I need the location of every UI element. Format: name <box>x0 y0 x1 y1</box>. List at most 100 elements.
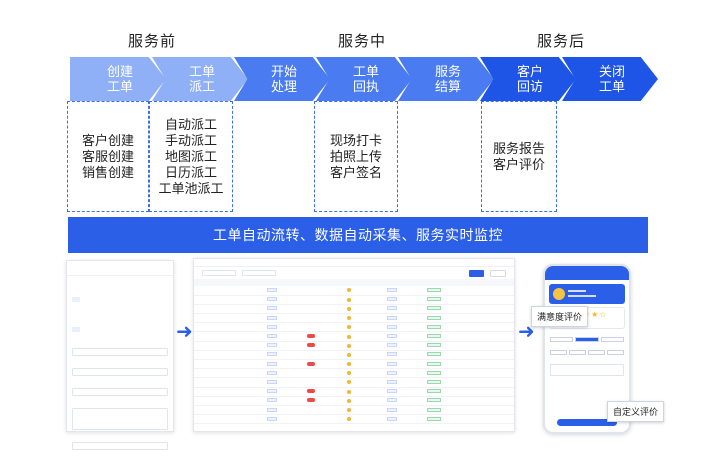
table-row <box>194 350 514 361</box>
table-row <box>194 387 514 397</box>
form-title-placeholder <box>67 261 173 276</box>
avatar <box>553 288 565 300</box>
table-row <box>194 341 514 351</box>
detail-item: 销售创建 <box>81 164 134 180</box>
step-start-processing: 开始 处理 <box>234 57 330 101</box>
table-row <box>194 368 514 379</box>
step-label: 客户 回访 <box>516 64 543 94</box>
detail-item: 客服创建 <box>81 148 134 164</box>
phone-profile-card <box>549 284 625 304</box>
answer-options <box>550 350 624 355</box>
ticket-table-thumbnail <box>193 258 515 432</box>
form-label-placeholder <box>72 361 168 366</box>
answer-option <box>550 350 567 355</box>
comment-area-placeholder <box>550 364 624 376</box>
custom-evaluation-callout: 自定义评价 <box>607 401 665 422</box>
table-body <box>194 286 514 425</box>
detail-item: 客户创建 <box>81 132 134 148</box>
form-chip-placeholder <box>72 297 81 302</box>
form-label-placeholder <box>72 381 168 386</box>
question-placeholder <box>550 332 624 336</box>
arrow-right-icon: ➜ <box>176 321 193 343</box>
form-field-placeholder <box>72 388 168 396</box>
step-label: 服务 结算 <box>434 64 461 94</box>
detail-item: 地图派工 <box>164 148 217 164</box>
detail-box-create: 客户创建 客服创建 销售创建 <box>67 101 149 212</box>
step-create-ticket: 创建 工单 <box>70 57 166 101</box>
question-placeholder <box>550 358 624 362</box>
step-customer-followup: 客户 回访 <box>480 57 576 101</box>
table-row <box>194 313 514 324</box>
table-row <box>194 295 514 305</box>
question-placeholder <box>550 345 624 349</box>
form-field-placeholder <box>72 348 168 356</box>
step-label: 工单 派工 <box>188 64 215 94</box>
table-row <box>194 331 514 342</box>
detail-item: 现场打卡 <box>329 132 382 148</box>
detail-box-dispatch: 自动派工 手动派工 地图派工 日历派工 工单池派工 <box>149 101 233 212</box>
form-label-placeholder <box>72 281 168 286</box>
answer-option <box>600 337 624 342</box>
automation-banner: 工单自动流转、数据自动采集、服务实时监控 <box>68 217 648 253</box>
table-filter-bar <box>194 267 514 279</box>
text-line-placeholder <box>568 290 586 292</box>
table-header-row <box>194 279 514 286</box>
form-label-placeholder <box>72 435 168 440</box>
table-row <box>194 396 514 406</box>
detail-item: 拍照上传 <box>329 148 382 164</box>
answer-option <box>550 337 574 342</box>
detail-item: 手动派工 <box>164 132 217 148</box>
answer-option <box>569 350 586 355</box>
submit-button-placeholder <box>557 419 617 426</box>
answer-option-selected <box>575 337 599 342</box>
detail-item: 客户评价 <box>492 156 545 172</box>
phase-before-service: 服务前 <box>128 33 177 50</box>
step-label: 工单 回执 <box>352 64 379 94</box>
detail-item: 自动派工 <box>164 116 217 132</box>
table-row <box>194 286 514 296</box>
filter-input-placeholder <box>242 270 276 276</box>
filter-input-placeholder <box>202 270 236 276</box>
phase-after-service: 服务后 <box>537 33 586 50</box>
phone-header-placeholder <box>545 266 629 280</box>
form-chip-placeholder <box>72 327 81 332</box>
table-row <box>194 377 514 388</box>
form-label-placeholder <box>72 311 168 316</box>
step-dispatch-ticket: 工单 派工 <box>152 57 248 101</box>
detail-box-receipt: 现场打卡 拍照上传 客户签名 <box>314 101 398 212</box>
step-label: 创建 工单 <box>106 64 133 94</box>
filter-plain-button <box>489 269 506 277</box>
table-row <box>194 405 514 416</box>
answer-option <box>607 350 624 355</box>
detail-box-followup: 服务报告 客户评价 <box>481 101 557 212</box>
table-row <box>194 414 514 425</box>
form-field-placeholder <box>72 368 168 376</box>
detail-item: 工单池派工 <box>158 180 224 196</box>
step-ticket-receipt: 工单 回执 <box>316 57 412 101</box>
arrow-right-icon: ➜ <box>518 321 535 343</box>
table-row <box>194 359 514 370</box>
filter-primary-button <box>469 269 484 277</box>
step-service-settlement: 服务 结算 <box>398 57 494 101</box>
step-close-ticket: 关闭 工单 <box>562 57 658 101</box>
step-label: 开始 处理 <box>270 64 297 94</box>
answer-option <box>588 350 605 355</box>
form-label-placeholder <box>72 401 168 406</box>
table-row <box>194 304 514 315</box>
ticket-table <box>194 279 514 425</box>
detail-item: 日历派工 <box>164 164 217 180</box>
phase-during-service: 服务中 <box>338 33 387 50</box>
detail-item: 客户签名 <box>329 164 382 180</box>
rating-callout: 满意度评价 <box>531 306 589 327</box>
text-line-placeholder <box>568 295 596 297</box>
form-label-placeholder <box>72 341 168 346</box>
create-ticket-form-thumbnail <box>66 260 174 450</box>
answer-options <box>550 337 624 342</box>
step-label: 关闭 工单 <box>598 64 625 94</box>
table-tabs-placeholder <box>194 259 514 267</box>
form-field-placeholder <box>72 442 168 450</box>
detail-item: 服务报告 <box>492 140 545 156</box>
process-flow: 创建 工单 工单 派工 开始 处理 工单 回执 服务 结算 客户 回访 关闭 工… <box>70 57 660 101</box>
form-textarea-placeholder <box>72 408 168 430</box>
table-row <box>194 322 514 333</box>
